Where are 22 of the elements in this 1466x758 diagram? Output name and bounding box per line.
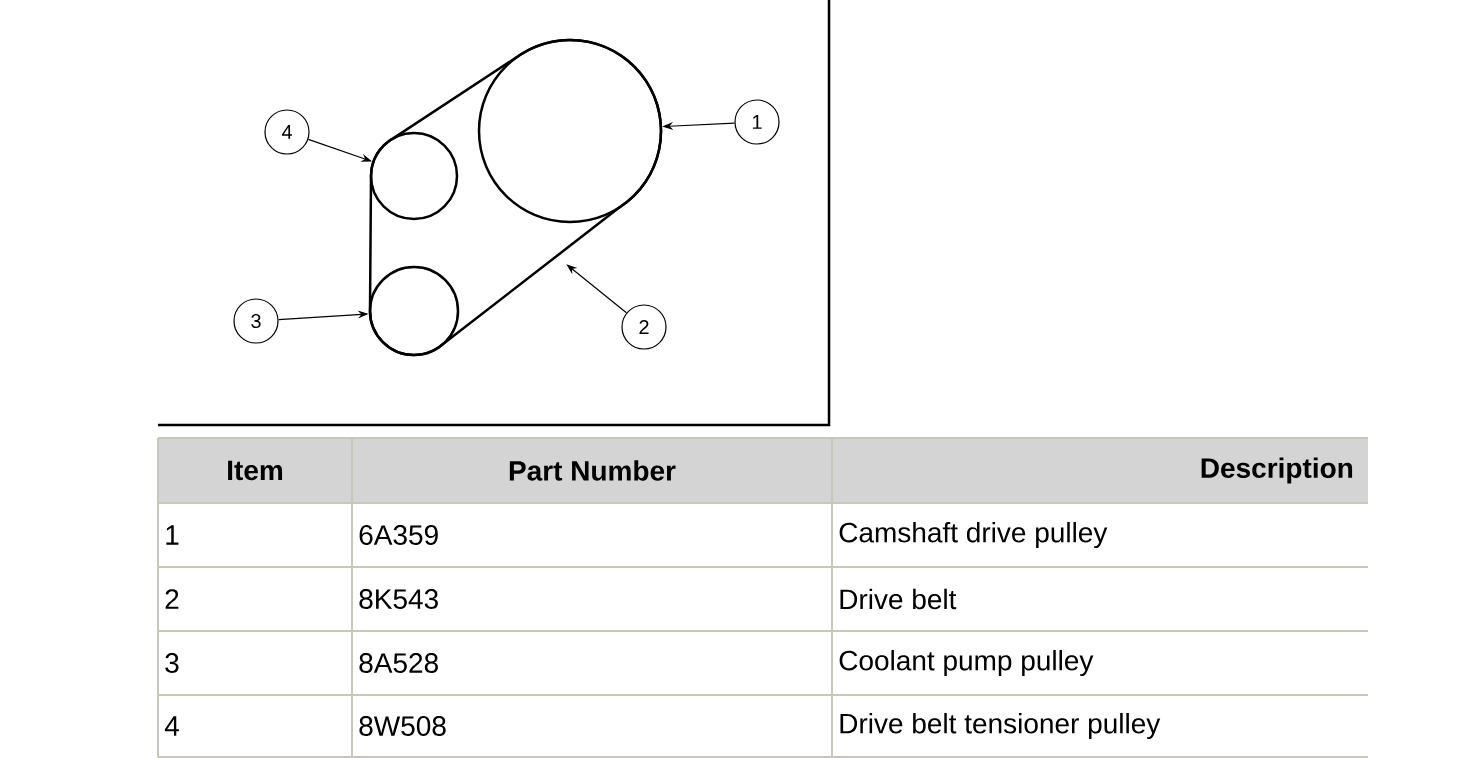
table-cell: 6A359 xyxy=(359,525,438,545)
table-cell: Coolant pump pulley xyxy=(839,649,1094,677)
table-cell: 1 xyxy=(166,525,179,545)
callout-number: 2 xyxy=(621,304,667,350)
column-header: Item xyxy=(228,460,283,481)
column-header: Part Number xyxy=(509,460,676,481)
table-cell: Camshaft drive pulley xyxy=(839,521,1108,549)
pulley xyxy=(477,38,663,224)
table-cell: 8W508 xyxy=(359,716,446,736)
callout-number: 1 xyxy=(734,99,780,145)
table-cell: Drive belt xyxy=(840,588,957,610)
table-cell: 8K543 xyxy=(359,589,438,609)
callout-number: 3 xyxy=(233,298,279,344)
table-cell: Drive belt tensioner pulley xyxy=(840,712,1161,740)
table-cell: 3 xyxy=(165,653,179,673)
column-header: Description xyxy=(1201,457,1353,484)
table-cell: 2 xyxy=(165,589,179,609)
pulley xyxy=(369,131,459,221)
table-cell: 8A528 xyxy=(359,653,438,673)
table-cell: 4 xyxy=(164,716,179,736)
callout-number: 4 xyxy=(264,109,310,155)
pulley xyxy=(368,265,460,357)
